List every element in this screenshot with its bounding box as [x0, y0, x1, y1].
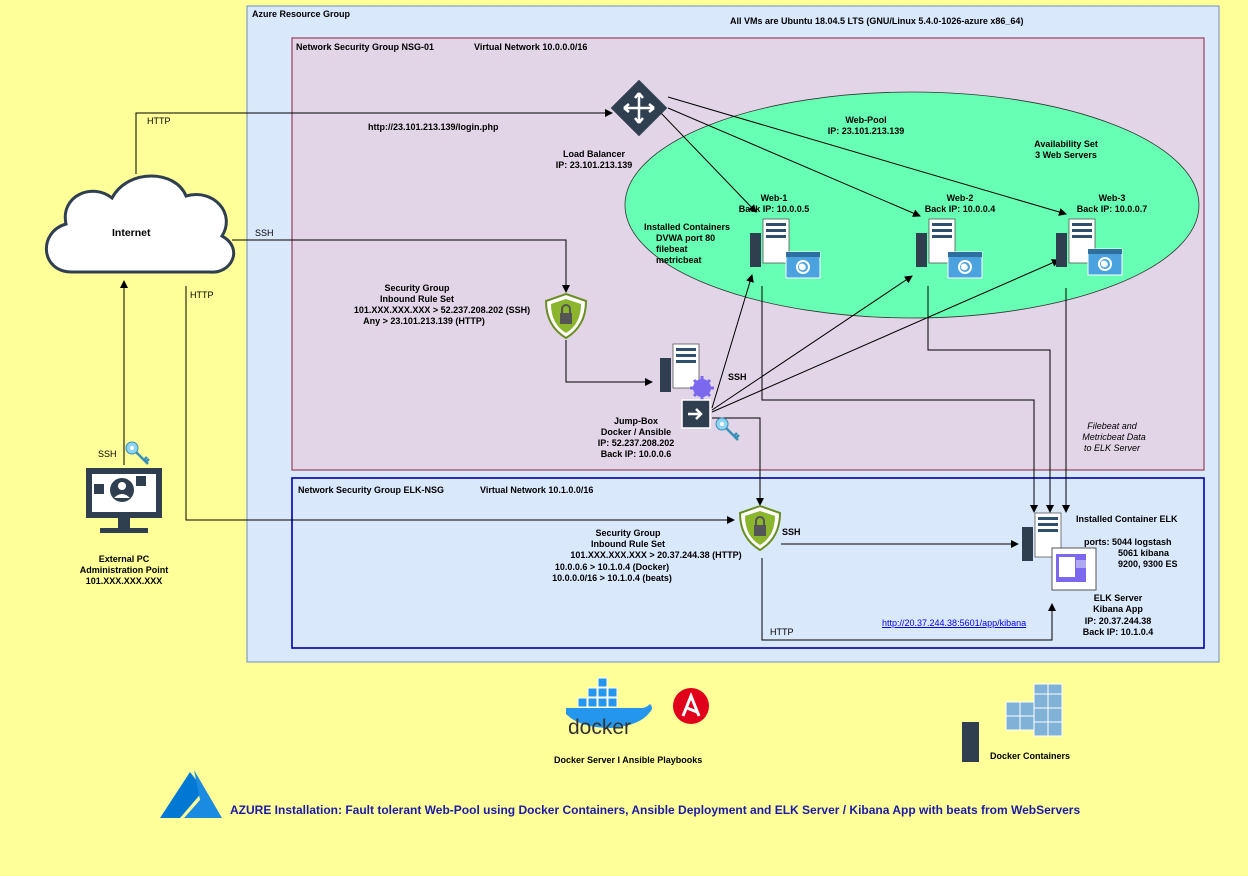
- beats-note-2: Metricbeat Data: [1082, 432, 1146, 442]
- web-3-ip: Back IP: 10.0.0.7: [1076, 204, 1148, 214]
- pc-ip: 101.XXX.XXX.XXX: [85, 576, 163, 586]
- pc-subtitle: Administration Point: [79, 565, 169, 575]
- cubes-icon: [1005, 683, 1063, 737]
- containers-line-3: filebeat: [656, 244, 688, 254]
- elk-ports-1: ports: 5044 logstash: [1084, 537, 1172, 547]
- containers-line-1: Installed Containers: [644, 222, 731, 232]
- resource-group-label: Azure Resource Group: [252, 9, 351, 19]
- jump-box-role: Docker / Ansible: [600, 427, 672, 437]
- azure-logo-icon: [160, 770, 222, 818]
- elk-server-app: Kibana App: [1093, 604, 1143, 614]
- jump-box-title: Jump-Box: [613, 416, 659, 426]
- containers-line-2: DVWA port 80: [656, 233, 716, 243]
- elk-nsg-label: Network Security Group ELK-NSG: [298, 485, 445, 495]
- os-note: All VMs are Ubuntu 18.04.5 LTS (GNU/Linu…: [730, 16, 1024, 26]
- docker-whale-icon: [566, 677, 652, 728]
- http-elk-label: HTTP: [770, 627, 794, 637]
- monitor-user-icon: [86, 468, 162, 533]
- vnet-2-label: Virtual Network 10.1.0.0/16: [480, 485, 594, 495]
- elk-server-back-ip: Back IP: 10.1.0.4: [1082, 627, 1154, 637]
- internet-label: Internet: [112, 227, 151, 239]
- http-top-label: HTTP: [147, 116, 171, 126]
- ssh-internet-label: SSH: [255, 228, 274, 238]
- sg-2-subtitle: Inbound Rule Set: [591, 539, 665, 549]
- ssh-elk-label: SSH: [782, 527, 801, 537]
- sg-2-rule-1: 101.XXX.XXX.XXX > 20.37.244.38 (HTTP): [570, 550, 742, 560]
- load-balancer-title: Load Balancer: [562, 149, 626, 159]
- sg-1-rule-1: 101.XXX.XXX.XXX > 52.237.208.202 (SSH): [353, 305, 531, 315]
- sg-1-rule-2: Any > 23.101.213.139 (HTTP): [363, 316, 485, 326]
- web-1-title: Web-1: [760, 193, 788, 203]
- jump-box-ip: IP: 52.237.208.202: [597, 438, 675, 448]
- ssh-jump-label: SSH: [728, 372, 747, 382]
- docker-wordmark: docker: [568, 716, 632, 739]
- container-icon: [962, 722, 979, 762]
- kibana-link[interactable]: http://20.37.244.38:5601/app/kibana: [882, 618, 1027, 628]
- vnet-1-label: Virtual Network 10.0.0.0/16: [474, 42, 588, 52]
- elk-ports-2: 5061 kibana: [1118, 548, 1170, 558]
- sg-2-rule-2: 10.0.0.6 > 10.1.0.4 (Docker): [554, 562, 670, 572]
- containers-line-4: metricbeat: [656, 255, 702, 265]
- nsg-01-label: Network Security Group NSG-01: [296, 42, 435, 52]
- legend-containers: Docker Containers: [990, 751, 1071, 761]
- elk-ports-3: 9200, 9300 ES: [1118, 559, 1178, 569]
- login-url: http://23.101.213.139/login.php: [368, 122, 499, 132]
- load-balancer-ip: IP: 23.101.213.139: [555, 160, 633, 170]
- web-3-title: Web-3: [1098, 193, 1126, 203]
- elk-container-label: Installed Container ELK: [1076, 514, 1178, 524]
- beats-note-3: to ELK Server: [1083, 443, 1141, 453]
- web-pool-title: Web-Pool: [845, 115, 887, 125]
- ansible-icon: [673, 688, 709, 724]
- footer-caption: AZURE Installation: Fault tolerant Web-P…: [230, 803, 1081, 817]
- jump-box-server-icon: [659, 343, 714, 429]
- web-pool-ip: IP: 23.101.213.139: [827, 126, 905, 136]
- availability-set-label: Availability Set: [1034, 139, 1098, 149]
- cloud-icon: [44, 174, 236, 274]
- legend-tools: Docker Server I Ansible Playbooks: [554, 755, 703, 765]
- ssh-pc-label: SSH: [98, 449, 117, 459]
- web-2-title: Web-2: [946, 193, 974, 203]
- web-2-ip: Back IP: 10.0.0.4: [924, 204, 996, 214]
- web-1-ip: Back IP: 10.0.0.5: [738, 204, 810, 214]
- key-icon: [124, 440, 151, 466]
- pc-title: External PC: [98, 554, 150, 564]
- http-internet-label: HTTP: [190, 290, 214, 300]
- sg-2-rule-3: 10.0.0.0/16 > 10.1.0.4 (beats): [552, 573, 672, 583]
- elk-server-ip: IP: 20.37.244.38: [1084, 616, 1152, 626]
- availability-set-count: 3 Web Servers: [1035, 150, 1097, 160]
- beats-note-1: Filebeat and: [1087, 421, 1137, 431]
- sg-2-title: Security Group: [595, 528, 661, 538]
- jump-box-back-ip: Back IP: 10.0.0.6: [600, 449, 672, 459]
- sg-1-title: Security Group: [384, 283, 450, 293]
- elk-server-title: ELK Server: [1093, 593, 1143, 603]
- elk-server-icon: [1021, 512, 1097, 591]
- sg-1-subtitle: Inbound Rule Set: [380, 294, 454, 304]
